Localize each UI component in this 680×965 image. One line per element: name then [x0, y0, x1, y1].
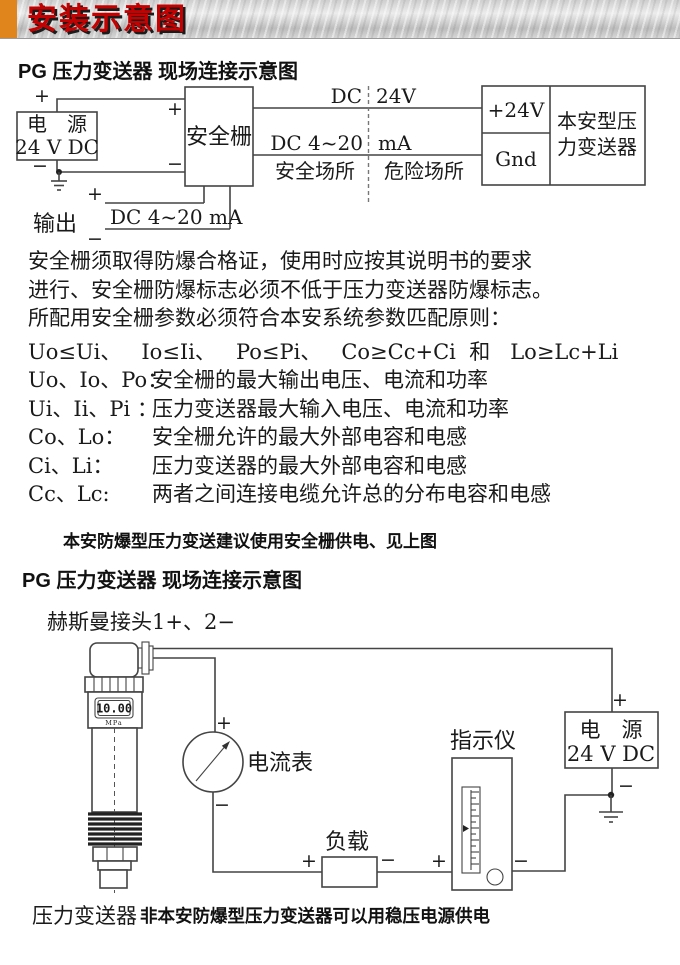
- indicator-meter: 指示仪 + −: [431, 729, 529, 891]
- load: 负载 + −: [301, 830, 396, 888]
- indicator-pointer: [463, 825, 469, 832]
- power-label-line2: 24 V DC: [15, 135, 99, 159]
- definition-desc: 压力变送器的最大外部电容和电感: [152, 453, 467, 478]
- safety-barrier-wiring-diagram: 电 源 24 V DC + − 安全栅 + −: [15, 84, 646, 246]
- definition-term: Cc、Lc:: [28, 482, 110, 507]
- transmitter-display: 10.00 MPa: [87, 691, 143, 729]
- power2-plus-sign: +: [612, 689, 628, 711]
- ground-symbol: [51, 172, 67, 191]
- ammeter-needle: [195, 743, 228, 782]
- transmitter-collar: [97, 860, 132, 871]
- hazard-area-label: 危险场所: [384, 159, 464, 183]
- power-to-barrier-wires: [51, 98, 185, 191]
- load-label: 负载: [325, 830, 369, 855]
- indicator-adjust-knob: [486, 868, 504, 886]
- definition-row: Ci、Li： 压力变送器的最大外部电容和电感: [28, 452, 551, 481]
- definition-term: Ui、Ii、Pi ：: [28, 396, 158, 421]
- barrier-output-wires: [105, 186, 231, 230]
- barrier-power-recommendation: 本安防爆型压力变送建议使用安全栅供电、见上图: [63, 532, 437, 551]
- parameter-definitions-list: Uo、Io、Po：安全栅的最大输出电压、电流和功率 Ui、Ii、Pi ：压力变送…: [28, 366, 551, 509]
- indicator-scale-ticks: [470, 790, 479, 870]
- ammeter-plus-sign: +: [216, 712, 232, 734]
- barrier-minus-sign: −: [167, 153, 183, 175]
- definition-term: Ci、Li：: [28, 453, 114, 478]
- ma-label: mA: [378, 131, 412, 155]
- load-minus-sign: −: [380, 849, 396, 871]
- output-plus-sign: +: [87, 183, 103, 205]
- indicator-scale-frame: [461, 786, 481, 874]
- hirschmann-connector-label: 赫斯曼接头1+、2−: [47, 610, 235, 634]
- display-value: 10.00: [96, 702, 132, 716]
- ammeter: + 电流表 −: [182, 712, 313, 816]
- power-plus-sign: +: [34, 85, 50, 107]
- definition-row: Co、Lo： 安全栅允许的最大外部电容和电感: [28, 423, 551, 452]
- wire-2-minus: [153, 657, 216, 732]
- power-supply-box-2: + 电 源 24 V DC −: [564, 689, 659, 797]
- transmitter-fins: [88, 812, 142, 846]
- barrier-plus-sign: +: [167, 98, 183, 120]
- definition-term: Co、Lo：: [28, 425, 126, 450]
- ammeter-needle-arrowhead: [221, 741, 230, 750]
- transmitter-thread-stub: [99, 869, 128, 889]
- transmitter-housing: [89, 642, 139, 678]
- dc-label: DC: [331, 84, 362, 108]
- definition-desc: 安全栅的最大输出电压、电流和功率: [152, 368, 488, 392]
- power2-label-line1: 电 源: [580, 718, 643, 742]
- indicator-minus-sign: −: [513, 850, 529, 872]
- device-label-line2: 力变送器: [557, 135, 637, 159]
- definition-row: Ui、Ii、Pi ：压力变送器最大输入电压、电流和功率: [28, 395, 551, 424]
- definition-row: Cc、Lc: 两者之间连接电缆允许总的分布电容和电感: [28, 480, 551, 509]
- indicator-plus-sign: +: [431, 850, 447, 872]
- barrier-to-transmitter-wires: [253, 107, 482, 156]
- header-banner: 安装示意图: [0, 0, 680, 39]
- safe-area-label: 安全场所: [275, 159, 355, 183]
- transmitter-hex-band: [84, 676, 144, 693]
- safety-barrier-label: 安全栅: [186, 125, 252, 150]
- ammeter-label: 电流表: [247, 751, 313, 776]
- power-supply-box: 电 源 24 V DC: [15, 111, 99, 161]
- ammeter-to-load-wire: [212, 792, 322, 873]
- output-range-label: DC 4~20 mA: [110, 205, 243, 229]
- section1-title: PG 压力变送器 现场连接示意图: [18, 61, 299, 83]
- dc420-label: DC 4~20: [270, 131, 363, 155]
- transmitter-hex-nut: [92, 846, 138, 862]
- paragraph-line: 进行、安全栅防爆标志必须不低于压力变送器防爆标志。: [28, 277, 553, 302]
- indicator-label: 指示仪: [450, 729, 516, 754]
- hirschmann-plug: [137, 641, 154, 675]
- wire-1-plus: [153, 647, 613, 712]
- 24v-label: 24V: [376, 84, 416, 108]
- definition-desc: 压力变送器最大输入电压、电流和功率: [152, 396, 509, 421]
- non-is-power-footnote: 非本安防爆型压力变送器可以用稳压电源供电: [140, 906, 490, 926]
- safety-barrier-box: 安全栅: [184, 86, 254, 187]
- output-minus-sign: −: [87, 228, 103, 246]
- display-unit: MPa: [105, 719, 123, 727]
- transmitter-terminal-box: +24V Gnd 本安型压 力变送器: [481, 85, 646, 186]
- power-label-line1: 电 源: [27, 112, 87, 136]
- definition-desc: 安全栅允许的最大外部电容和电感: [152, 425, 467, 450]
- definition-term: Uo、Io、Po：: [28, 368, 169, 392]
- terminal-24v-label: +24V: [488, 98, 545, 122]
- ammeter-minus-sign: −: [214, 794, 230, 816]
- indicator-to-junction-wire: [512, 794, 611, 872]
- load-plus-sign: +: [301, 850, 317, 872]
- barrier-requirements-paragraph: 安全栅须取得防爆合格证，使用时应按其说明书的要求 进行、安全栅防爆标志必须不低于…: [28, 247, 553, 333]
- matching-principle-formula: Uo≤Ui、 Io≤Ii、 Po≤Pi、 Co≥Cc+Ci 和 Lo≥Lc+Li: [28, 340, 619, 364]
- output-label: 输出: [33, 212, 77, 237]
- paragraph-line: 安全栅须取得防爆合格证，使用时应按其说明书的要求: [28, 249, 532, 273]
- definition-desc: 两者之间连接电缆允许总的分布电容和电感: [152, 482, 551, 507]
- transmitter-caption: 压力变送器: [32, 904, 137, 928]
- definition-row: Uo、Io、Po：安全栅的最大输出电压、电流和功率: [28, 366, 551, 395]
- banner-accent-square: [0, 0, 17, 38]
- ground-symbol-2: [599, 795, 623, 823]
- power-minus-sign: −: [32, 155, 48, 177]
- section2-title: PG 压力变送器 现场连接示意图: [22, 570, 303, 592]
- paragraph-line: 所配用安全栅参数必须符合本安系统参数匹配原则：: [28, 306, 511, 331]
- power2-label-line2: 24 V DC: [567, 742, 655, 766]
- pressure-transmitter-drawing: 10.00 MPa: [84, 641, 154, 893]
- page-title: 安装示意图: [27, 3, 187, 36]
- power2-minus-sign: −: [618, 775, 634, 797]
- field-connection-diagram: 10.00 MPa: [84, 641, 659, 893]
- terminal-gnd-label: Gnd: [495, 147, 537, 171]
- device-label-line1: 本安型压: [557, 109, 637, 133]
